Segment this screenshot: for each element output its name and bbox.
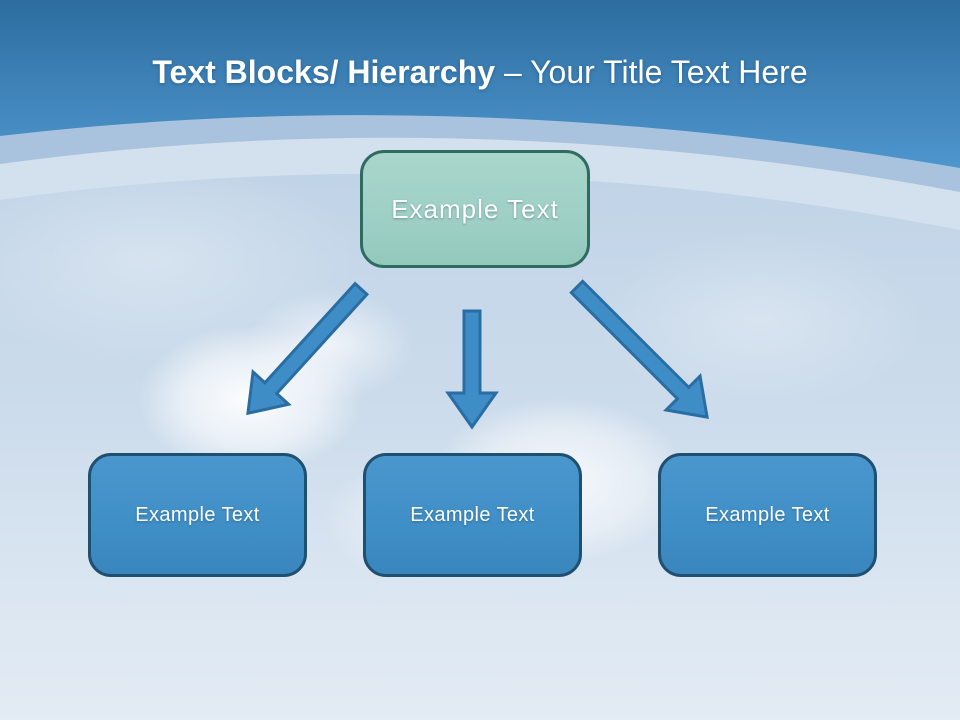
child-node-2-label: Example Text	[410, 503, 535, 526]
child-node-1-label: Example Text	[135, 503, 260, 526]
slide-title: Text Blocks/ Hierarchy– Your Title Text …	[0, 52, 960, 92]
child-node-1: Example Text	[88, 453, 307, 577]
root-node: Example Text	[360, 150, 590, 268]
child-node-3: Example Text	[658, 453, 877, 577]
header-blue-arc	[0, 0, 960, 168]
slide-title-subtitle: – Your Title Text Here	[504, 54, 808, 90]
slide-title-bold: Text Blocks/ Hierarchy	[152, 54, 496, 90]
child-node-2: Example Text	[363, 453, 582, 577]
child-node-3-label: Example Text	[705, 503, 830, 526]
header-curved-banner	[0, 0, 960, 230]
root-node-label: Example Text	[391, 193, 559, 224]
